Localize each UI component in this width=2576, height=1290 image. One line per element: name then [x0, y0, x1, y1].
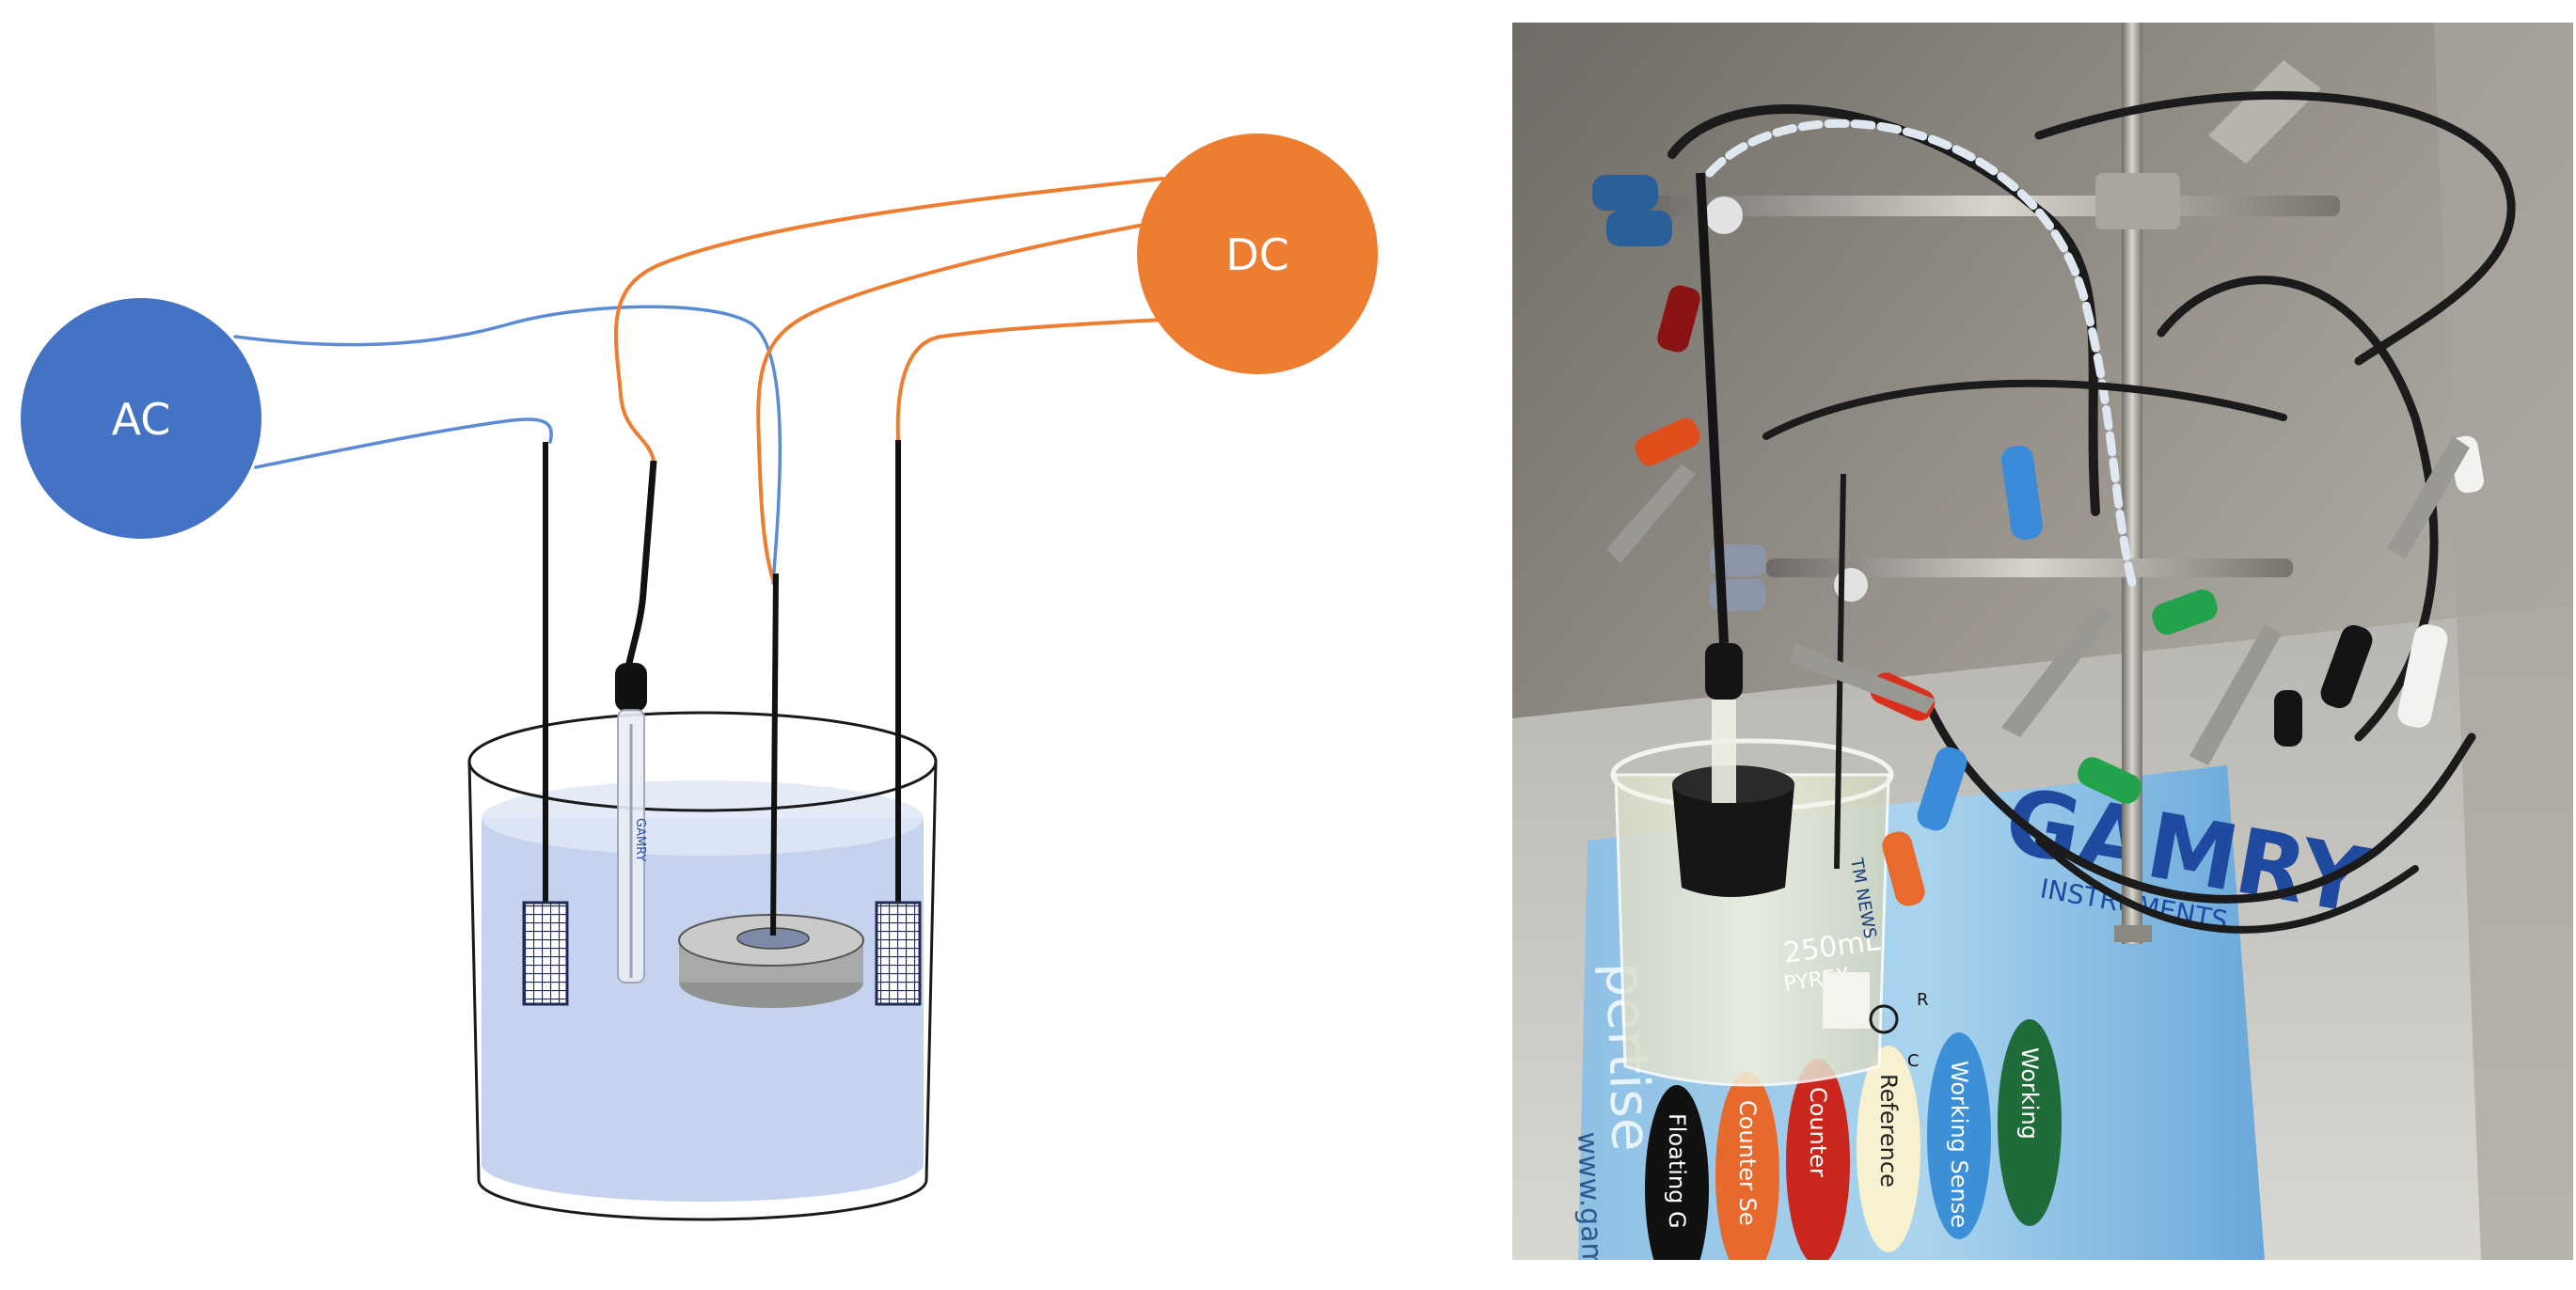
legend-oval-shape: [1715, 1072, 1779, 1260]
stand-rod: [2122, 23, 2142, 944]
clip-jaw-2: [1606, 464, 1696, 563]
photo-reference-cable: [1696, 172, 1729, 644]
photo-cable-5: [1762, 379, 2287, 440]
clip-sleeve-black: [2320, 624, 2373, 709]
ac-source-label: AC: [112, 394, 171, 445]
photo-reference-body: [1712, 700, 1736, 803]
clip-sleeve-blue-1: [2001, 445, 2043, 541]
dc-wires: [613, 177, 1164, 590]
cell-schematic: AC DC GAMRY: [21, 134, 1378, 1221]
counter-electrode-left-mesh: [522, 901, 569, 1006]
dc-source-label: DC: [1225, 229, 1289, 280]
photo-reference-cap: [1705, 643, 1743, 700]
upper-clamp-holder: [2095, 173, 2180, 229]
reference-electrode-cable: [624, 460, 657, 669]
lower-clamp-bar: [1766, 558, 2293, 577]
dc-source: DC: [1137, 134, 1378, 374]
counter-electrode-right: [875, 440, 922, 1006]
upper-clamp: [1592, 60, 2340, 246]
clip-sleeve-blue-2: [1917, 747, 1968, 831]
clip-sleeve-green-1: [2152, 589, 2218, 636]
photo-beaker-mark-circle: [1869, 1004, 1899, 1034]
photo-beaker-label-patch: [1823, 972, 1870, 1029]
beaker: [467, 711, 938, 1221]
ac-wire-top: [233, 305, 782, 585]
legend-oval-4: Working Sense: [1927, 1032, 1991, 1239]
upper-clamp-bar: [1644, 196, 2340, 216]
photo-cable-7: [2035, 837, 2419, 934]
legend-oval-1: Counter Se: [1715, 1072, 1779, 1260]
ac-source-circle: [21, 298, 261, 539]
dc-wire-working: [756, 222, 1151, 590]
dc-wire-counter: [895, 318, 1164, 442]
legend-oval-label: Working: [2016, 1047, 2043, 1140]
clip-sleeve-red-top: [1657, 285, 1700, 353]
counter-electrode-right-mesh: [875, 901, 922, 1006]
upper-clamp-knob: [1705, 197, 1743, 234]
dc-source-circle: [1137, 134, 1378, 374]
clip-sleeve-green-2: [2078, 757, 2141, 804]
legend-oval-label: Counter: [1805, 1087, 1831, 1177]
working-electrode-rod: [770, 573, 779, 936]
stand-rod-base-shadow: [2114, 925, 2152, 942]
legend-oval-shape: [1857, 1046, 1920, 1252]
legend-oval-label: Floating G: [1664, 1113, 1690, 1229]
clip-sleeve-white: [2397, 624, 2448, 728]
photo-beaker: 250mL PYREX TM NEWS R C: [1610, 738, 1929, 1087]
legend-oval-shape: [1998, 1019, 2062, 1226]
clip-sleeve-orange-top: [1635, 417, 1700, 466]
ac-source: AC: [21, 298, 261, 539]
photo-cable-3: [2034, 90, 2516, 366]
legend-oval-label: Reference: [1875, 1074, 1902, 1188]
clip-sleeve-black-small: [2274, 690, 2302, 747]
beaker-liquid: [482, 818, 924, 1202]
dc-wire-reference: [613, 177, 1164, 463]
beaker-walls: [467, 761, 938, 1221]
card-url: www.gam: [1571, 1131, 1608, 1260]
upper-clamp-grip-blue-2: [1606, 211, 1672, 246]
reference-electrode: GAMRY: [615, 460, 657, 983]
clip-jaw-3: [2001, 606, 2114, 737]
legend-oval-label: Counter Se: [1734, 1100, 1761, 1226]
legend-oval-3: Reference: [1857, 1046, 1920, 1252]
legend-oval-0: Floating G: [1645, 1085, 1709, 1260]
clip-jaw-5: [2387, 436, 2470, 558]
clip-jaw-1: [1790, 643, 1936, 714]
photo-cables: [1667, 90, 2516, 934]
upper-clamp-grip-blue: [1592, 175, 1658, 211]
photo-cable-2: [1705, 118, 2138, 591]
beaker-liquid-surface: [482, 780, 924, 856]
ac-wire-bottom: [254, 417, 553, 469]
legend-oval-shape: [1786, 1059, 1850, 1260]
legend-oval-shape: [1645, 1085, 1709, 1260]
legend-oval-label: Working Sense: [1946, 1061, 1972, 1228]
clip-jaw-4: [2189, 624, 2282, 765]
legend-oval-5: Working: [1998, 1019, 2062, 1226]
upper-clamp-thumbscrew: [2208, 60, 2321, 164]
setup-photo: GAMRY INSTRUMENTS pertise www.gam Floati…: [1512, 23, 2573, 1260]
cabinet-side-panel: [2434, 23, 2573, 1260]
photo-cable-6: [1921, 695, 2476, 904]
photo-beaker-mark-c: C: [1907, 1051, 1920, 1071]
photo-clips: [1606, 285, 2485, 906]
working-electrode: [678, 573, 864, 1008]
photo-beaker-stopper: [1672, 784, 1794, 897]
reference-electrode-brand: GAMRY: [633, 818, 647, 861]
legend-oval-shape: [1927, 1032, 1991, 1239]
reference-electrode-cap: [615, 663, 647, 712]
clip-sleeve-orange-low: [1882, 831, 1925, 906]
counter-electrode-left: [522, 442, 569, 1006]
photo-beaker-mark-r: R: [1917, 990, 1929, 1010]
legend-oval-2: Counter: [1786, 1059, 1850, 1260]
ac-wires: [233, 305, 782, 585]
card-legend: Floating G Counter Se Counter Reference Work…: [1645, 1019, 2062, 1260]
